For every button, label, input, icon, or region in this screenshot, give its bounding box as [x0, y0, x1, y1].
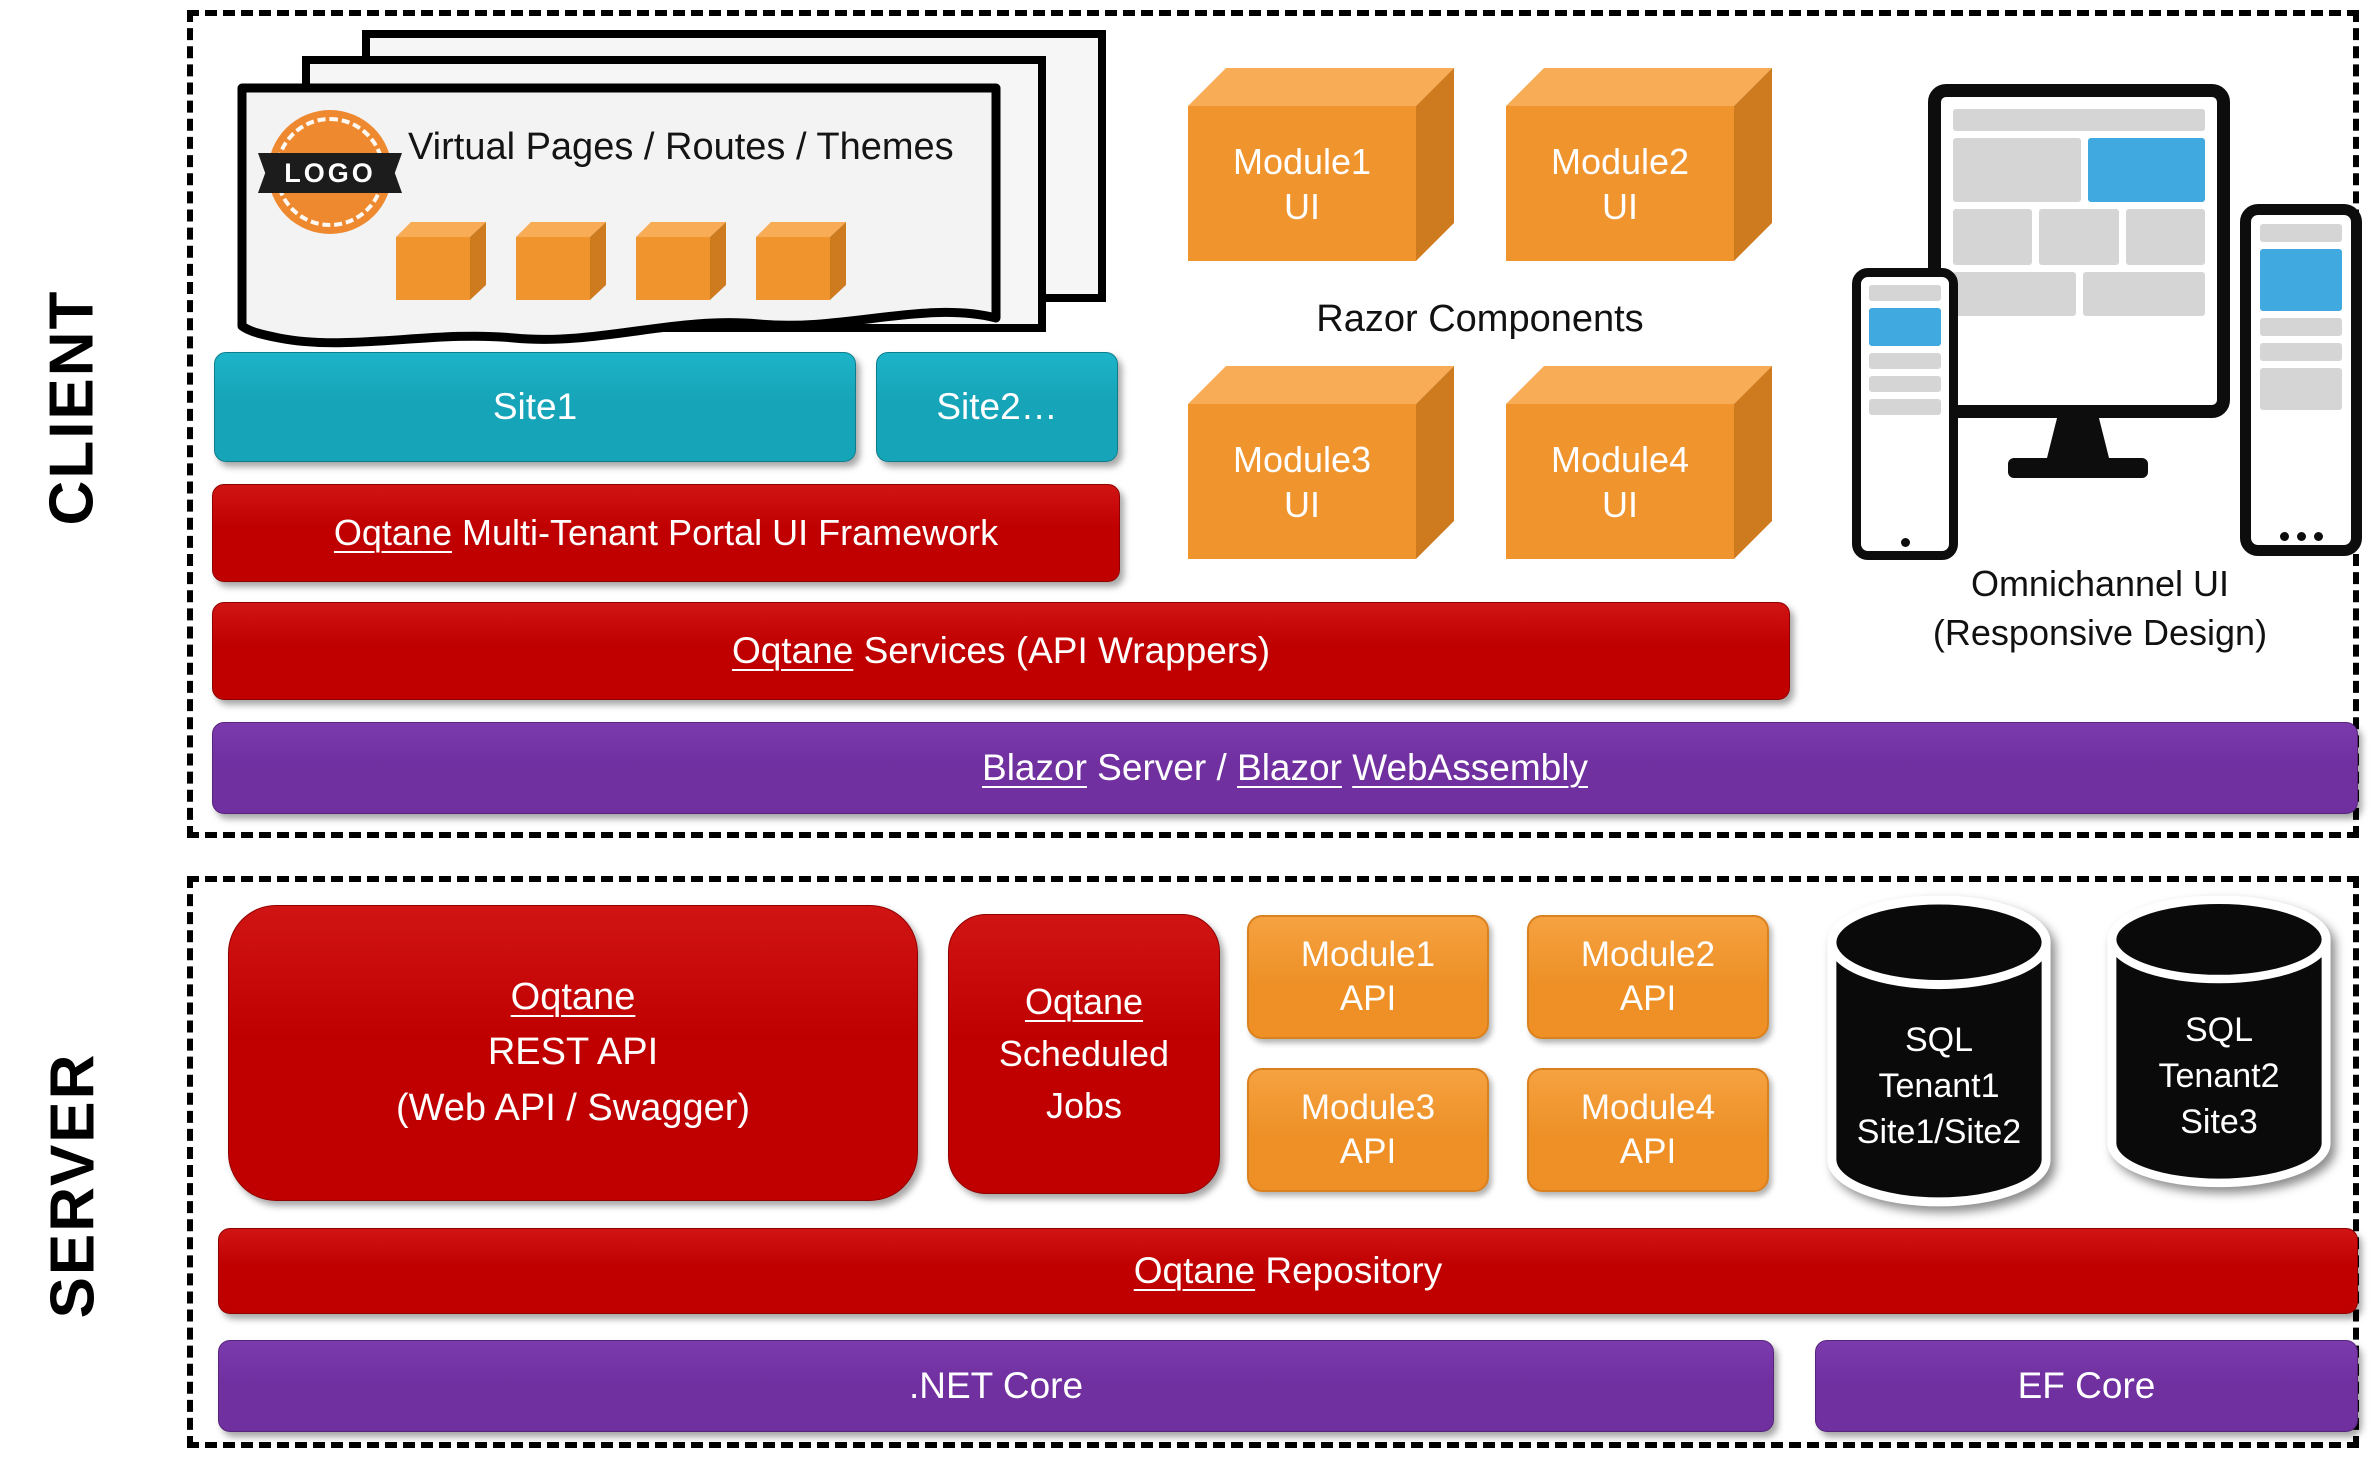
monitor-stand [2046, 416, 2110, 462]
phone-icon [1852, 268, 1958, 560]
cube-side-face [1734, 68, 1772, 261]
page-cube-icon [396, 222, 486, 300]
screen-block [1869, 308, 1941, 346]
client-label: CLIENT [37, 289, 107, 526]
cube-front-face: Module4 UI [1506, 404, 1734, 559]
screen-block [1869, 353, 1941, 369]
cube-top-face [1188, 68, 1454, 106]
screen-block [2039, 209, 2119, 265]
screen-block [2125, 209, 2205, 265]
site2-label: Site2… [936, 386, 1058, 427]
module1-ui-box: Module1 UI [1188, 68, 1454, 261]
repository-label: Oqtane Repository [1133, 1250, 1443, 1291]
screen-block [1953, 109, 2205, 131]
screen-block [2260, 318, 2342, 336]
site1-bar: Site1 [214, 352, 856, 462]
cube-top-face [1506, 68, 1772, 106]
site2-bar: Site2… [876, 352, 1118, 462]
cube-front-face: Module3 UI [1188, 404, 1416, 559]
screen-block [2088, 138, 2205, 202]
monitor-base [2008, 458, 2148, 478]
tablet-icon [2240, 204, 2362, 556]
scheduled-jobs-box: Oqtane Scheduled Jobs [948, 914, 1220, 1194]
sql-tenant2-database: SQL Tenant2 Site3 [2100, 895, 2338, 1198]
razor-components-label: Razor Components [1316, 298, 1644, 340]
module2-api-box: Module2 API [1527, 915, 1769, 1039]
screen-block [1869, 376, 1941, 392]
repository-bar: Oqtane Repository [218, 1228, 2358, 1314]
logo-banner: LOGO [258, 153, 402, 193]
page-cube-icon [756, 222, 846, 300]
module2-ui-box: Module2 UI [1506, 68, 1772, 261]
oqtane-logo-icon: LOGO [258, 110, 402, 234]
sql-tenant1-database: SQL Tenant1 Site1/Site2 [1820, 895, 2058, 1218]
screen-block [1953, 209, 2033, 265]
module3-ui-box: Module3 UI [1188, 366, 1454, 559]
blazor-bar: Blazor Server / Blazor WebAssembly [212, 722, 2358, 814]
cube-top-face [1506, 366, 1772, 404]
services-bar: Oqtane Services (API Wrappers) [212, 602, 1790, 700]
module1-api-box: Module1 API [1247, 915, 1489, 1039]
cylinder-icon [2107, 895, 2331, 1188]
ef-core-label: EF Core [2017, 1365, 2156, 1406]
rest-api-box: Oqtane REST API (Web API / Swagger) [228, 905, 918, 1201]
screen-block [1869, 399, 1941, 415]
screen-block [2260, 224, 2342, 242]
cylinder-icon [1827, 895, 2051, 1207]
desktop-monitor-icon [1928, 84, 2230, 418]
screen-block [2260, 368, 2342, 410]
page-cube-icon [516, 222, 606, 300]
screen-block [2082, 272, 2205, 316]
phone-home-dot [1861, 538, 1949, 547]
dotnet-core-bar: .NET Core [218, 1340, 1774, 1432]
cube-side-face [1416, 68, 1454, 261]
services-label: Oqtane Services (API Wrappers) [731, 630, 1271, 671]
framework-bar: Oqtane Multi-Tenant Portal UI Framework [212, 484, 1120, 582]
server-label: SERVER [38, 1052, 108, 1319]
logo-text: LOGO [284, 157, 376, 188]
page-cube-icon [636, 222, 726, 300]
screen-block [1869, 285, 1941, 301]
screen-block [2260, 343, 2342, 361]
cube-front-face: Module2 UI [1506, 106, 1734, 261]
blazor-label: Blazor Server / Blazor WebAssembly [982, 747, 1588, 788]
ef-core-bar: EF Core [1815, 1340, 2358, 1432]
virtual-pages-title: Virtual Pages / Routes / Themes [408, 126, 954, 168]
dotnet-core-label: .NET Core [908, 1365, 1084, 1406]
tablet-dots [2251, 532, 2351, 541]
cube-front-face: Module1 UI [1188, 106, 1416, 261]
site1-label: Site1 [492, 386, 578, 427]
omnichannel-label: Omnichannel UI (Responsive Design) [1932, 563, 2268, 653]
screen-block [2260, 249, 2342, 311]
screen-block [1953, 272, 2076, 316]
module4-ui-box: Module4 UI [1506, 366, 1772, 559]
cube-side-face [1734, 366, 1772, 559]
screen-block [1953, 138, 2082, 202]
cube-side-face [1416, 366, 1454, 559]
framework-label: Oqtane Multi-Tenant Portal UI Framework [333, 512, 999, 553]
cube-top-face [1188, 366, 1454, 404]
module4-api-box: Module4 API [1527, 1068, 1769, 1192]
server-section-box [187, 876, 2359, 1448]
module3-api-box: Module3 API [1247, 1068, 1489, 1192]
